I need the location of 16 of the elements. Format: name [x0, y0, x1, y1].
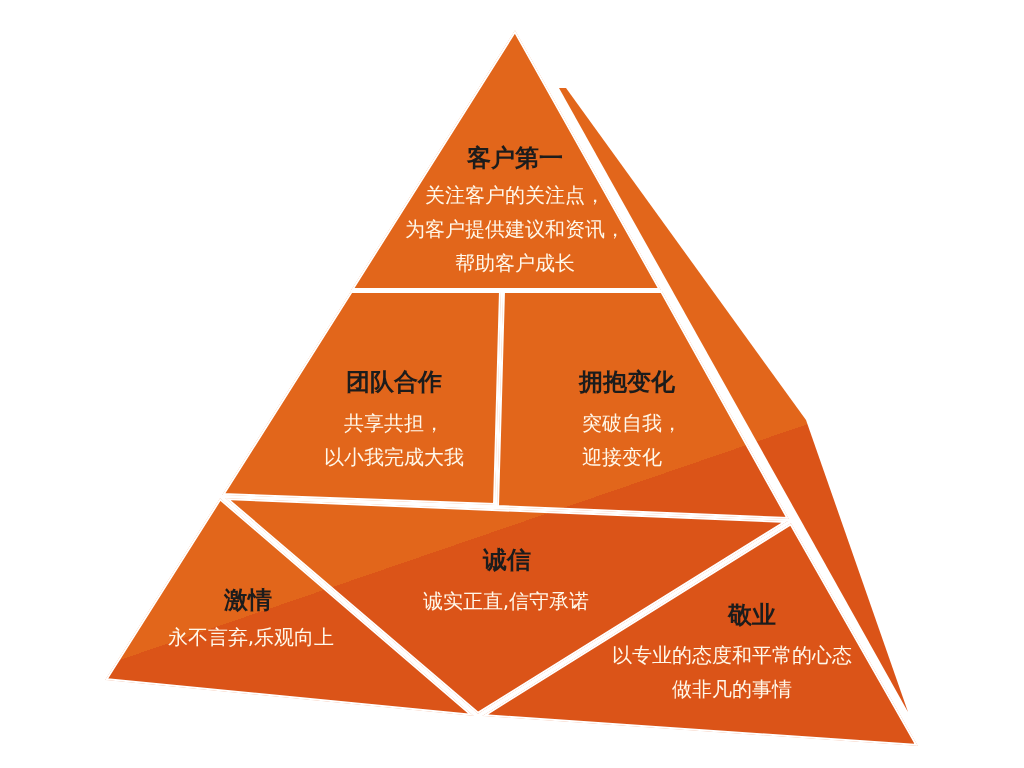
segment-description: 共享共担，以小我完成大我 [323, 410, 465, 471]
segment-title: 敬业 [728, 601, 776, 629]
segment-title: 团队合作 [346, 368, 442, 396]
segment-title: 诚信 [483, 546, 531, 574]
pyramid-segment [497, 291, 789, 519]
pyramid-segment [482, 523, 918, 746]
segment-description: 以专业的态度和平常的心态做非凡的事情 [611, 642, 853, 703]
pyramid-segment [222, 291, 501, 505]
segment-description: 突破自我，迎接变化 [582, 410, 683, 471]
segment-description: 关注客户的关注点，为客户提供建议和资讯，帮助客户成长 [404, 182, 626, 277]
segment-title: 客户第一 [467, 144, 563, 172]
segment-title: 激情 [224, 586, 272, 614]
segment-description: 永不言弃,乐观向上 [167, 624, 335, 651]
segment-description: 诚实正直,信守承诺 [422, 588, 590, 615]
pyramid-segment [351, 30, 661, 290]
segment-title: 拥抱变化 [579, 368, 675, 396]
